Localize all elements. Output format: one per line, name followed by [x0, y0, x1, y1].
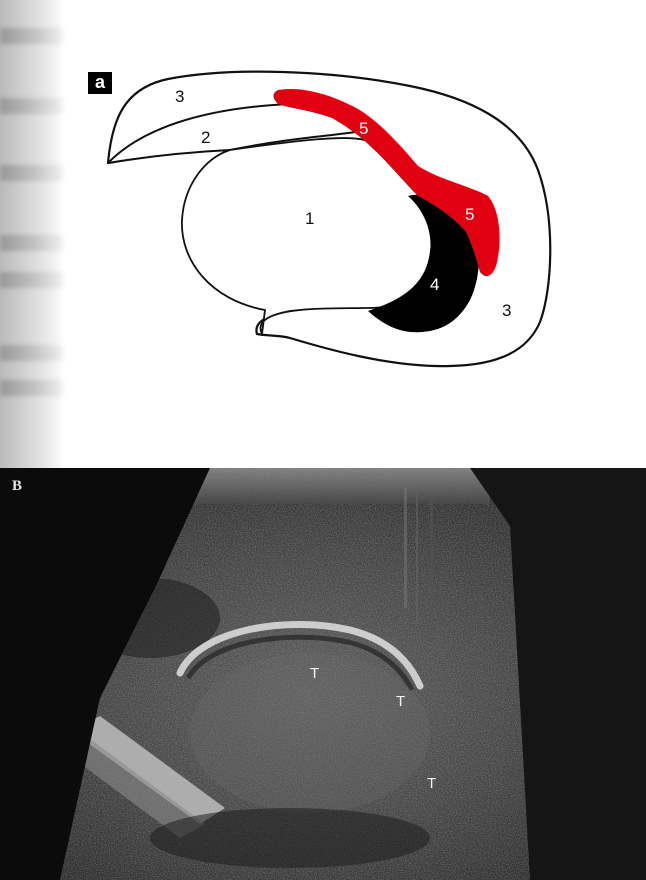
region-label-5: 5: [465, 206, 474, 224]
region-label-1: 1: [305, 210, 314, 228]
tumor-marker-t: T: [396, 694, 405, 710]
panel-a-label: a: [88, 72, 112, 94]
region-label-3: 3: [502, 302, 511, 320]
region-label-2: 2: [201, 129, 210, 147]
schematic-svg: [0, 0, 646, 468]
region-label-3: 3: [175, 88, 184, 106]
tumor-marker-t: T: [310, 666, 319, 682]
ultrasound-svg: [0, 468, 646, 880]
panel-a-schematic: a 3 2 1 4 5 5 3: [0, 0, 646, 468]
panel-b-ultrasound: B T T T: [0, 468, 646, 880]
panel-b-label: B: [12, 478, 22, 494]
tumor-marker-t: T: [427, 776, 436, 792]
region-label-4: 4: [430, 276, 439, 294]
region-label-5: 5: [359, 120, 368, 138]
